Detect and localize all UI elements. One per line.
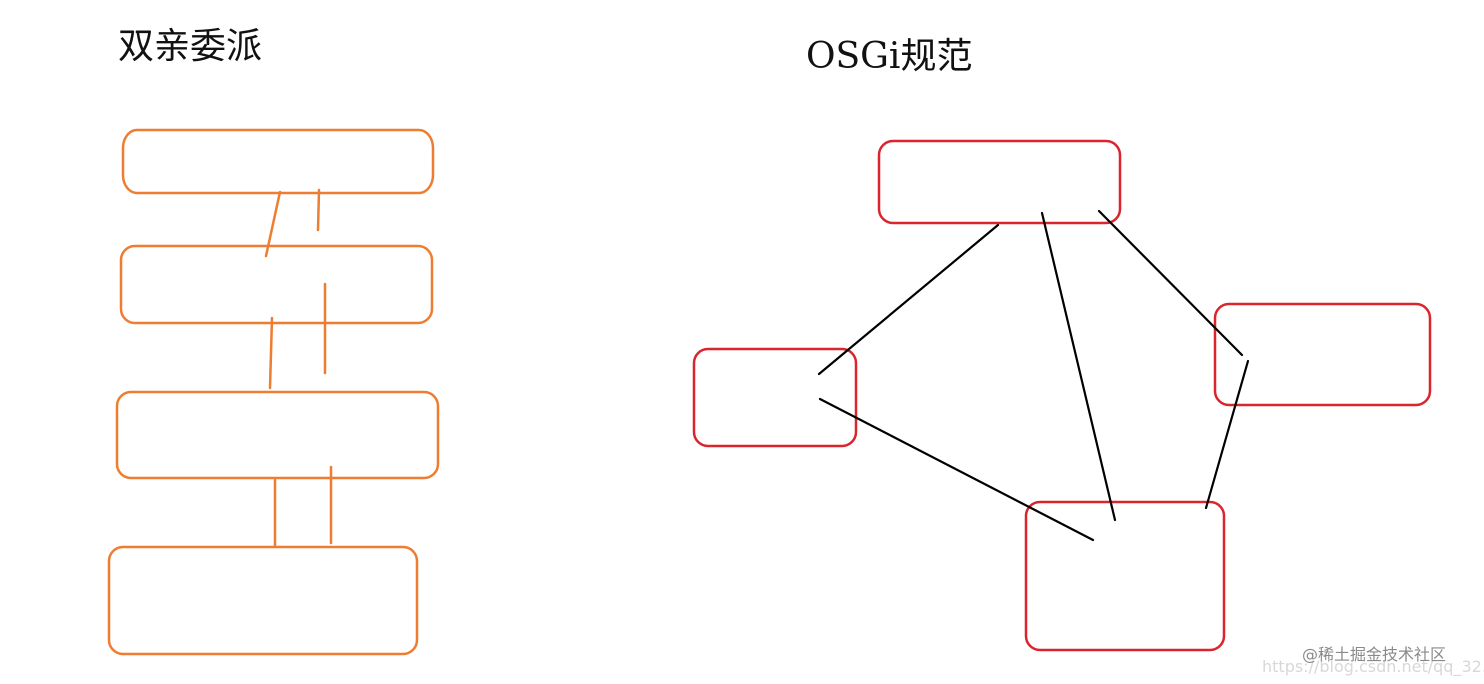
osgi-bundle-bottom	[1024, 500, 1226, 652]
osgi-bundle-top	[877, 139, 1122, 225]
osgi-bundle-right	[1213, 302, 1432, 407]
delegation-box-level-2	[119, 244, 434, 325]
watermark: https://blog.csdn.net/qq_32... @稀土掘金技术社区	[1262, 645, 1484, 677]
osgi-link-top-right	[1097, 209, 1244, 357]
osgi-link-top-left	[817, 223, 1000, 376]
delegation-link-2-3-left	[268, 316, 274, 390]
osgi-link-top-bottom	[1040, 211, 1117, 522]
osgi-bundle-left	[692, 347, 858, 448]
delegation-box-level-3	[115, 390, 440, 480]
parent-delegation-title: 双亲委派	[118, 26, 262, 67]
osgi-link-right-bottom	[1204, 359, 1250, 510]
osgi-link-left-bottom	[818, 397, 1095, 542]
delegation-link-1-2-right	[316, 188, 321, 232]
osgi-title: OSGi规范	[806, 36, 972, 77]
delegation-box-level-1	[121, 128, 435, 195]
osgi-diagram: OSGi规范	[692, 36, 1432, 652]
watermark-url: https://blog.csdn.net/qq_32...	[1262, 657, 1484, 677]
delegation-box-level-4	[107, 545, 419, 656]
watermark-site: @稀土掘金技术社区	[1302, 645, 1446, 664]
parent-delegation-diagram: 双亲委派	[107, 26, 440, 656]
delegation-link-1-2-left	[264, 190, 282, 258]
